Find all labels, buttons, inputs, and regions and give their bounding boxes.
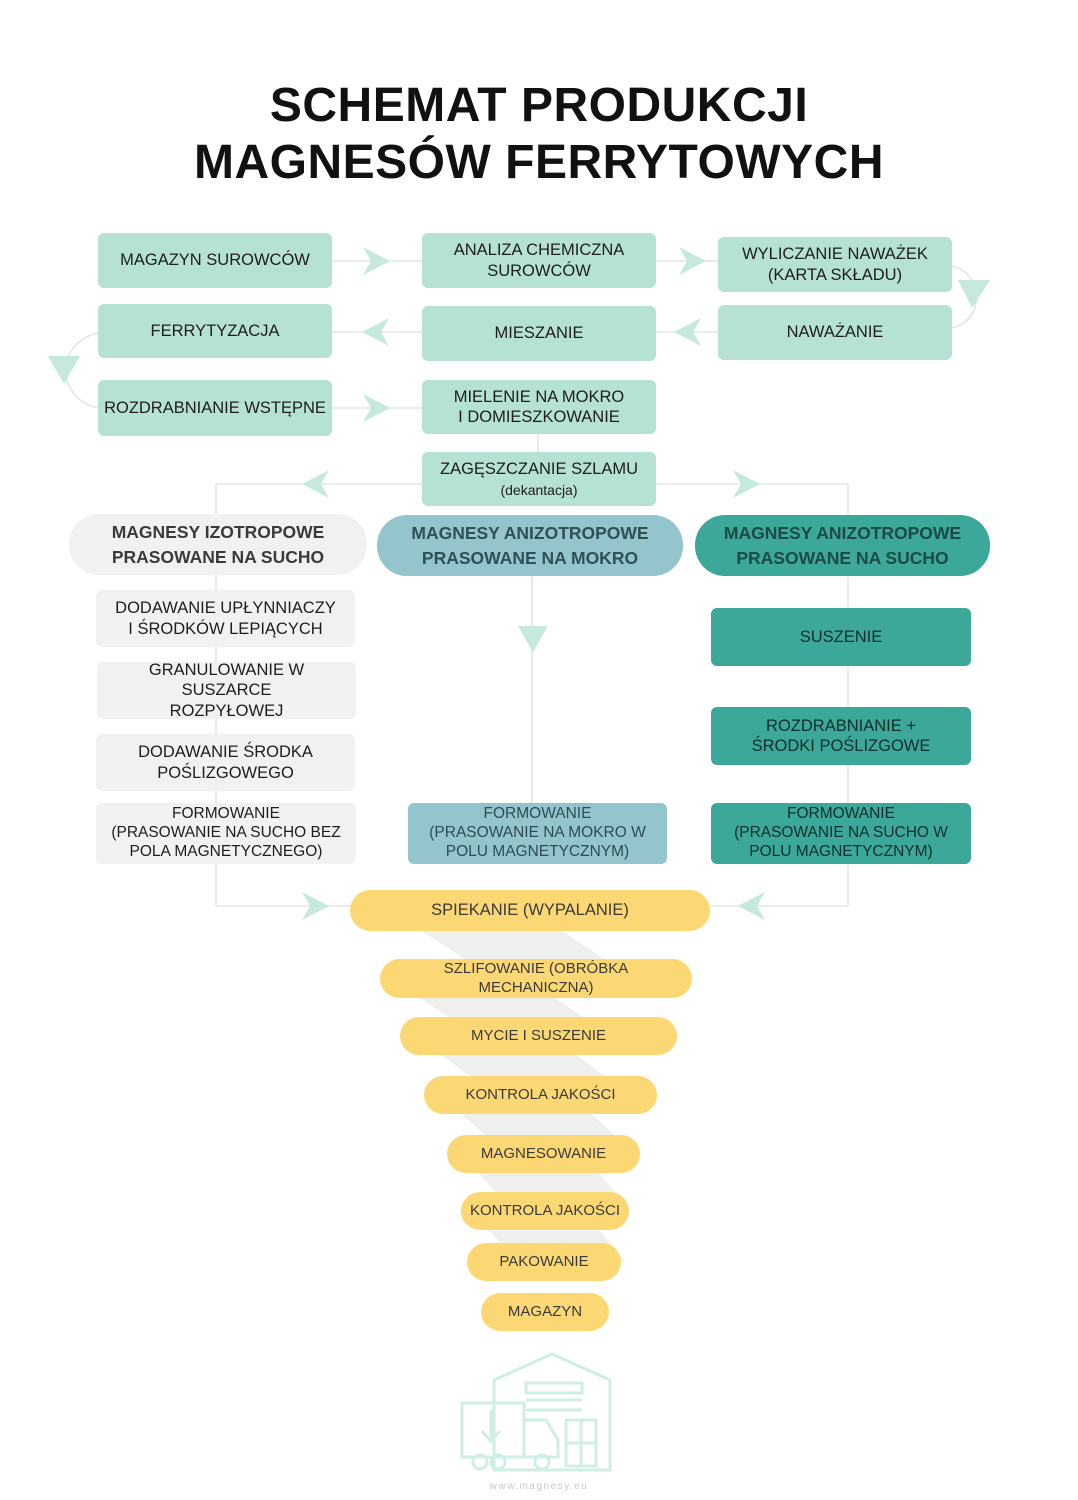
arrow-right-icon — [363, 394, 390, 422]
step-label: MAGAZYN SUROWCÓW — [120, 251, 310, 270]
arrow-right-icon — [363, 247, 390, 275]
step-label: MAGAZYN — [507, 1302, 583, 1320]
step-rozdrabnianie-srodki-poslizgowe: ROZDRABNIANIE + ŚRODKI POŚLIZGOWE — [711, 707, 971, 765]
step-label: (KARTA SKŁADU) — [767, 265, 903, 284]
step-label: FERRYTYZACJA — [150, 321, 280, 340]
step-label: SZLIFOWANIE (OBRÓBKA MECHANICZNA) — [443, 960, 629, 996]
page-title-line1: SCHEMAT PRODUKCJI — [269, 79, 809, 132]
step-label: POLU MAGNETYCZNYM) — [445, 842, 630, 860]
step-magazyn: MAGAZYN — [481, 1293, 609, 1331]
step-mycie-i-suszenie: MYCIE I SUSZENIE — [400, 1017, 677, 1055]
step-szlifowanie: SZLIFOWANIE (OBRÓBKA MECHANICZNA) — [380, 959, 692, 998]
branch-label: MAGNESY ANIZOTROPOWE — [723, 522, 962, 543]
step-label: SPIEKANIE (WYPALANIE) — [431, 901, 629, 920]
step-spiekanie: SPIEKANIE (WYPALANIE) — [350, 890, 710, 931]
footer-url: www.magnesy.eu — [489, 1481, 589, 1492]
step-label: ROZDRABNIANIE WSTĘPNE — [104, 398, 326, 417]
step-label: KONTROLA JAKOŚCI — [469, 1201, 621, 1219]
step-label: ROZPYŁOWEJ — [169, 701, 284, 720]
step-label: DODAWANIE UPŁYNNIACZY — [115, 599, 336, 618]
arrow-down-icon — [958, 280, 990, 308]
step-label: POLA MAGNETYCZNEGO) — [129, 842, 323, 860]
arrow-down-icon — [518, 626, 548, 652]
branch-label: MAGNESY IZOTROPOWE — [111, 521, 325, 542]
step-suszenie: SUSZENIE — [711, 608, 971, 666]
step-rozdrabnianie-wstepne: ROZDRABNIANIE WSTĘPNE — [98, 380, 332, 436]
step-label: (PRASOWANIE NA SUCHO BEZ — [111, 824, 341, 842]
branch-header-izotropowe-sucho: MAGNESY IZOTROPOWE PRASOWANE NA SUCHO — [69, 514, 367, 575]
step-label: FORMOWANIE — [172, 805, 280, 823]
step-sublabel: (dekantacja) — [500, 481, 578, 498]
step-pakowanie: PAKOWANIE — [467, 1243, 621, 1281]
step-label: ZAGĘSZCZANIE SZLAMU — [439, 460, 639, 479]
step-label: DODAWANIE ŚRODKA — [138, 743, 313, 762]
arrow-down-icon — [48, 356, 80, 384]
step-label: MYCIE I SUSZENIE — [470, 1026, 607, 1044]
step-kontrola-jakosci-1: KONTROLA JAKOŚCI — [424, 1076, 657, 1114]
branch-label: PRASOWANE NA MOKRO — [421, 547, 639, 568]
step-kontrola-jakosci-2: KONTROLA JAKOŚCI — [461, 1192, 629, 1230]
step-label: PAKOWANIE — [499, 1252, 589, 1270]
arrow-left-icon — [362, 318, 389, 346]
step-magnesowanie: MAGNESOWANIE — [447, 1135, 640, 1173]
step-label: I DOMIESZKOWANIE — [458, 408, 620, 426]
step-label: ANALIZA CHEMICZNA — [453, 241, 625, 260]
step-mieszanie: MIESZANIE — [422, 306, 656, 361]
step-label: NAWAŻANIE — [786, 323, 884, 342]
step-label: FORMOWANIE — [483, 805, 592, 823]
step-label: POŚLIZGOWEGO — [157, 763, 294, 782]
step-label: MIELENIE NA MOKRO — [453, 387, 625, 406]
branch-label: PRASOWANE NA SUCHO — [736, 547, 949, 568]
step-label: POLU MAGNETYCZNYM) — [749, 842, 933, 860]
step-wyliczanie-nawazek: WYLICZANIE NAWAŻEK(KARTA SKŁADU) — [718, 237, 952, 292]
step-zageszczanie-szlamu: ZAGĘSZCZANIE SZLAMU (dekantacja) — [422, 452, 656, 506]
step-label: (PRASOWANIE NA SUCHO W — [734, 824, 948, 842]
step-label: FORMOWANIE — [787, 805, 895, 823]
step-label: (PRASOWANIE NA MOKRO W — [429, 824, 646, 842]
arrow-left-icon — [674, 318, 701, 346]
step-label: ŚRODKI POŚLIZGOWE — [751, 737, 931, 755]
step-label: SUSZENIE — [799, 627, 883, 646]
page-title-line2: MAGNESÓW FERRYTOWYCH — [194, 136, 884, 189]
branch-label: PRASOWANE NA SUCHO — [111, 546, 325, 567]
step-label: WYLICZANIE NAWAŻEK — [742, 245, 928, 264]
warehouse-truck-icon — [460, 1352, 612, 1472]
arrow-left-icon — [738, 892, 765, 920]
step-magazyn-surowcow: MAGAZYN SUROWCÓW — [98, 233, 332, 288]
step-label: SUROWCÓW — [487, 261, 591, 280]
arrow-left-icon — [302, 470, 329, 498]
step-label: KONTROLA JAKOŚCI — [465, 1085, 616, 1103]
step-label: MIESZANIE — [494, 324, 584, 343]
step-label: GRANULOWANIE W SUSZARCE — [148, 661, 305, 700]
step-label: MAGNESOWANIE — [480, 1144, 607, 1162]
branch-header-anizotropowe-mokro: MAGNESY ANIZOTROPOWE PRASOWANE NA MOKRO — [377, 515, 683, 576]
step-label: ROZDRABNIANIE + — [766, 716, 916, 735]
arrow-right-icon — [302, 892, 329, 920]
branch-header-anizotropowe-sucho: MAGNESY ANIZOTROPOWE PRASOWANE NA SUCHO — [695, 515, 990, 576]
step-nawazanie: NAWAŻANIE — [718, 305, 952, 360]
branch-label: MAGNESY ANIZOTROPOWE — [411, 522, 649, 543]
step-label: I ŚRODKÓW LEPIĄCYCH — [128, 619, 323, 638]
step-mielenie-na-mokro: MIELENIE NA MOKRO I DOMIESZKOWANIE — [422, 380, 656, 434]
step-ferrytyzacja: FERRYTYZACJA — [98, 304, 332, 358]
arrow-right-icon — [733, 470, 760, 498]
arrow-right-icon — [679, 247, 706, 275]
